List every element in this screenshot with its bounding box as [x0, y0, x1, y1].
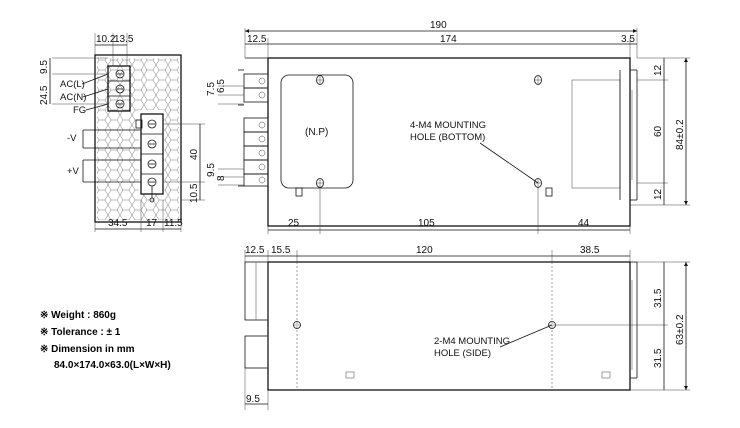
front-dim-9-5: 9.5 [39, 60, 50, 74]
front-dim-13-5: 13.5 [114, 34, 134, 45]
side-terminal-lower [244, 335, 269, 369]
bottom-dim-12-5: 12.5 [247, 34, 267, 45]
bottom-inner-panel [571, 79, 621, 189]
bottom-mount-callout-line1: 4-M4 MOUNTING [410, 120, 486, 131]
front-dim-40: 40 [189, 148, 200, 160]
side-dim-15-5: 15.5 [271, 245, 291, 256]
specs-block: ※ Weight : 860g ※ Tolerance : ± 1 ※ Dime… [40, 310, 171, 371]
side-body-outline [267, 261, 631, 391]
spec-size: 84.0×174.0×63.0(L×W×H) [54, 360, 171, 371]
side-dim-120: 120 [416, 245, 433, 256]
side-dim-9-5: 9.5 [246, 394, 260, 405]
ac-l-label: AC(L) [60, 79, 85, 90]
bottom-dim-84: 84±0.2 [675, 119, 686, 150]
dc-screw-3-icon [147, 159, 157, 169]
term-dim-9-5: 9.5 [206, 163, 217, 177]
term-dim-6-5: 6.5 [216, 79, 227, 93]
bottom-dim-44: 44 [578, 218, 590, 229]
side-dim-12-5: 12.5 [245, 245, 265, 256]
front-dim-11-5: 11.5 [164, 218, 183, 229]
ac-terminal-block [107, 65, 131, 112]
bottom-dim-105: 105 [418, 218, 435, 229]
name-plate-label: (N.P) [305, 127, 328, 138]
bottom-dim-3-5: 3.5 [621, 34, 635, 45]
bottom-dim-60: 60 [653, 125, 664, 137]
pos-v-label: +V [67, 166, 80, 177]
neg-v-label: -V [67, 133, 77, 144]
front-vent-bottom [97, 194, 179, 220]
front-dim-34-5: 34.5 [108, 218, 128, 229]
bottom-mount-callout-line2: HOLE (BOTTOM) [410, 132, 485, 143]
bottom-dim-190: 190 [430, 20, 447, 31]
front-vent-left [97, 110, 139, 194]
side-dim-31-5-bottom: 31.5 [653, 348, 664, 368]
spec-weight: ※ Weight : 860g [40, 310, 116, 321]
spec-dimension: ※ Dimension in mm [40, 344, 135, 355]
bottom-dim-12-top: 12 [653, 64, 664, 76]
name-plate [280, 74, 354, 189]
bottom-dim-174: 174 [440, 34, 457, 45]
front-view: AC(L) AC(N) FG -V +V 10.2 13.5 9.5 24.5 … [39, 33, 205, 232]
dc-screw-1-icon [147, 119, 157, 129]
side-mount-callout-line2: HOLE (SIDE) [434, 348, 491, 359]
side-dim-63: 63±0.2 [675, 314, 686, 345]
ac-l-screw-icon [115, 69, 125, 79]
bottom-dim-25: 25 [288, 218, 300, 229]
term-dim-7-5: 7.5 [206, 82, 217, 96]
ac-n-screw-icon [115, 84, 125, 94]
front-vent-top [97, 58, 179, 110]
front-vent-right [164, 110, 179, 194]
front-dim-10-2: 10.2 [96, 34, 116, 45]
terminal-pins [238, 69, 269, 187]
fg-label: FG [73, 105, 86, 116]
spec-tolerance: ※ Tolerance : ± 1 [40, 327, 121, 338]
front-dim-24-5: 24.5 [39, 85, 50, 105]
side-dim-31-5-top: 31.5 [653, 288, 664, 308]
bottom-view: (N.P) [206, 20, 690, 234]
side-view: 12.5 15.5 120 38.5 31.5 31.5 63±0.2 9.5 … [244, 245, 690, 410]
bottom-dim-12-bottom: 12 [653, 188, 664, 200]
dc-screw-2-icon [147, 139, 157, 149]
ac-n-label: AC(N) [60, 92, 86, 103]
side-mount-callout-line1: 2-M4 MOUNTING [434, 336, 510, 347]
fg-screw-icon [115, 99, 125, 109]
side-dim-38-5: 38.5 [580, 245, 600, 256]
front-dim-10-5: 10.5 [189, 183, 200, 203]
term-dim-8: 8 [216, 175, 227, 181]
side-terminal-upper [244, 261, 269, 321]
front-dim-17: 17 [146, 218, 158, 229]
front-body-outline [94, 54, 182, 223]
